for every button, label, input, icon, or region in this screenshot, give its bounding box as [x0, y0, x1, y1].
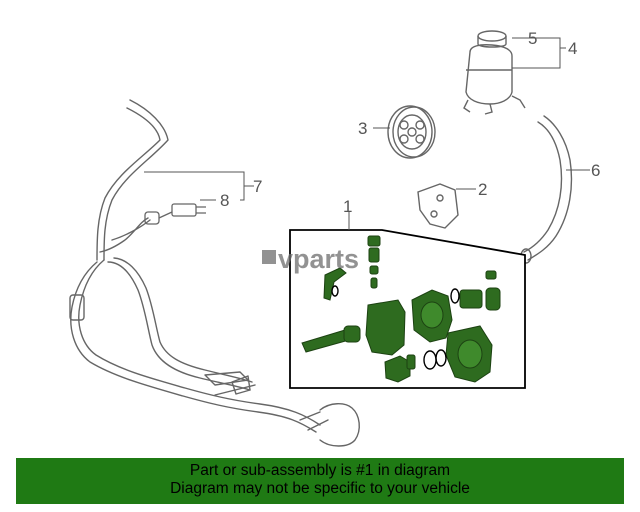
callout-3: 3 — [358, 119, 367, 138]
callout-4: 4 — [568, 39, 577, 58]
bracket-part-2 — [417, 183, 459, 229]
pulley-part-3 — [387, 105, 436, 159]
pump-components — [301, 235, 501, 383]
callout-2: 2 — [478, 180, 487, 199]
watermark-logo-icon — [262, 250, 276, 264]
callout-1: 1 — [343, 197, 352, 216]
watermark-text: vparts — [278, 244, 359, 274]
parts-diagram: vparts 1 2 3 4 5 6 7 8 — [69, 29, 600, 447]
banner-line-2: Diagram may not be specific to your vehi… — [170, 480, 470, 497]
hose-part-6 — [520, 115, 573, 264]
callout-5: 5 — [528, 29, 537, 48]
callout-8: 8 — [220, 191, 229, 210]
reservoir-part-4 — [463, 44, 526, 115]
fitting-part-8 — [144, 203, 206, 225]
hose-lines — [69, 99, 360, 447]
banner-line-1: Part or sub-assembly is #1 in diagram — [189, 462, 451, 479]
callout-6: 6 — [591, 161, 600, 180]
pump-seals — [331, 285, 460, 370]
reservoir-cap-part-5 — [477, 30, 507, 48]
info-banner: Part or sub-assembly is #1 in diagram Di… — [16, 458, 624, 504]
leader-lines — [144, 37, 590, 230]
callout-7: 7 — [253, 177, 262, 196]
